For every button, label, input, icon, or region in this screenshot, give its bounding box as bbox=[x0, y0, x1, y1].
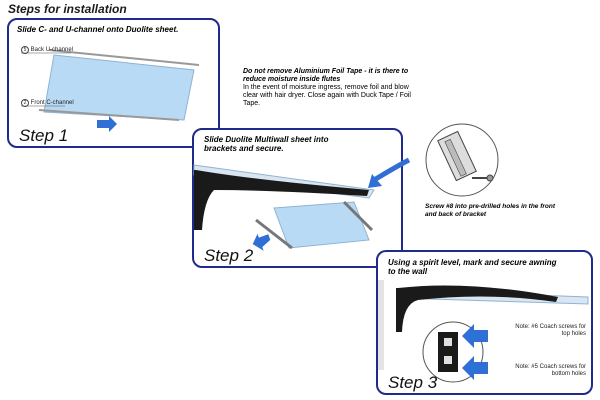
step1-panel: Slide C- and U-channel onto Duolite shee… bbox=[7, 18, 220, 148]
front-channel-label: 2 Front C-channel bbox=[21, 99, 74, 107]
bracket-icon bbox=[194, 170, 369, 230]
top-screw-arrow-icon bbox=[462, 324, 488, 348]
push-arrow-icon bbox=[97, 116, 117, 132]
step3-label: Step 3 bbox=[388, 373, 438, 392]
foil-tape-instructions: In the event of moisture ingress, remove… bbox=[243, 84, 411, 107]
step2-illustration bbox=[193, 157, 411, 251]
bracket-arrow-icon bbox=[252, 233, 271, 251]
wall-bracket-icon bbox=[396, 285, 558, 332]
screw-arrow-icon bbox=[368, 157, 411, 188]
page-heading: Steps for installation bbox=[8, 2, 127, 16]
front-channel-text: Front C-channel bbox=[30, 100, 74, 106]
foil-tape-note: Do not remove Aluminium Foil Tape - it i… bbox=[243, 68, 413, 108]
screw-icon bbox=[472, 174, 494, 182]
step2-panel: Slide Duolite Multiwall sheet into brack… bbox=[192, 128, 411, 268]
screw-note-text: Screw #8 into pre-drilled holes in the f… bbox=[425, 203, 556, 218]
screw-detail-illustration bbox=[425, 123, 499, 197]
bottom-screws-note: Note: #5 Coach screws for bottom holes bbox=[515, 364, 586, 377]
back-channel-text: Back U-channel bbox=[30, 47, 74, 53]
back-channel-label: 5 Back U-channel bbox=[21, 46, 73, 54]
top-screws-note: Note: #6 Coach screws for top holes bbox=[515, 324, 586, 337]
bottom-screw-arrow-icon bbox=[462, 356, 488, 380]
step3-panel: Using a spirit level, mark and secure aw… bbox=[376, 250, 593, 395]
step1-illustration bbox=[21, 49, 200, 132]
step3-title: Using a spirit level, mark and secure aw… bbox=[388, 258, 557, 276]
step1-title: Slide C- and U-channel onto Duolite shee… bbox=[17, 25, 179, 34]
screw-note: Screw #8 into pre-drilled holes in the f… bbox=[425, 203, 565, 219]
step2-title: Slide Duolite Multiwall sheet into brack… bbox=[204, 135, 329, 153]
front-channel-number: 2 bbox=[21, 99, 29, 107]
step1-label: Step 1 bbox=[19, 126, 69, 145]
step3-illustration bbox=[378, 280, 589, 383]
foil-tape-warning: Do not remove Aluminium Foil Tape - it i… bbox=[243, 68, 409, 83]
back-channel-number: 5 bbox=[21, 46, 29, 54]
step2-label: Step 2 bbox=[204, 246, 254, 265]
